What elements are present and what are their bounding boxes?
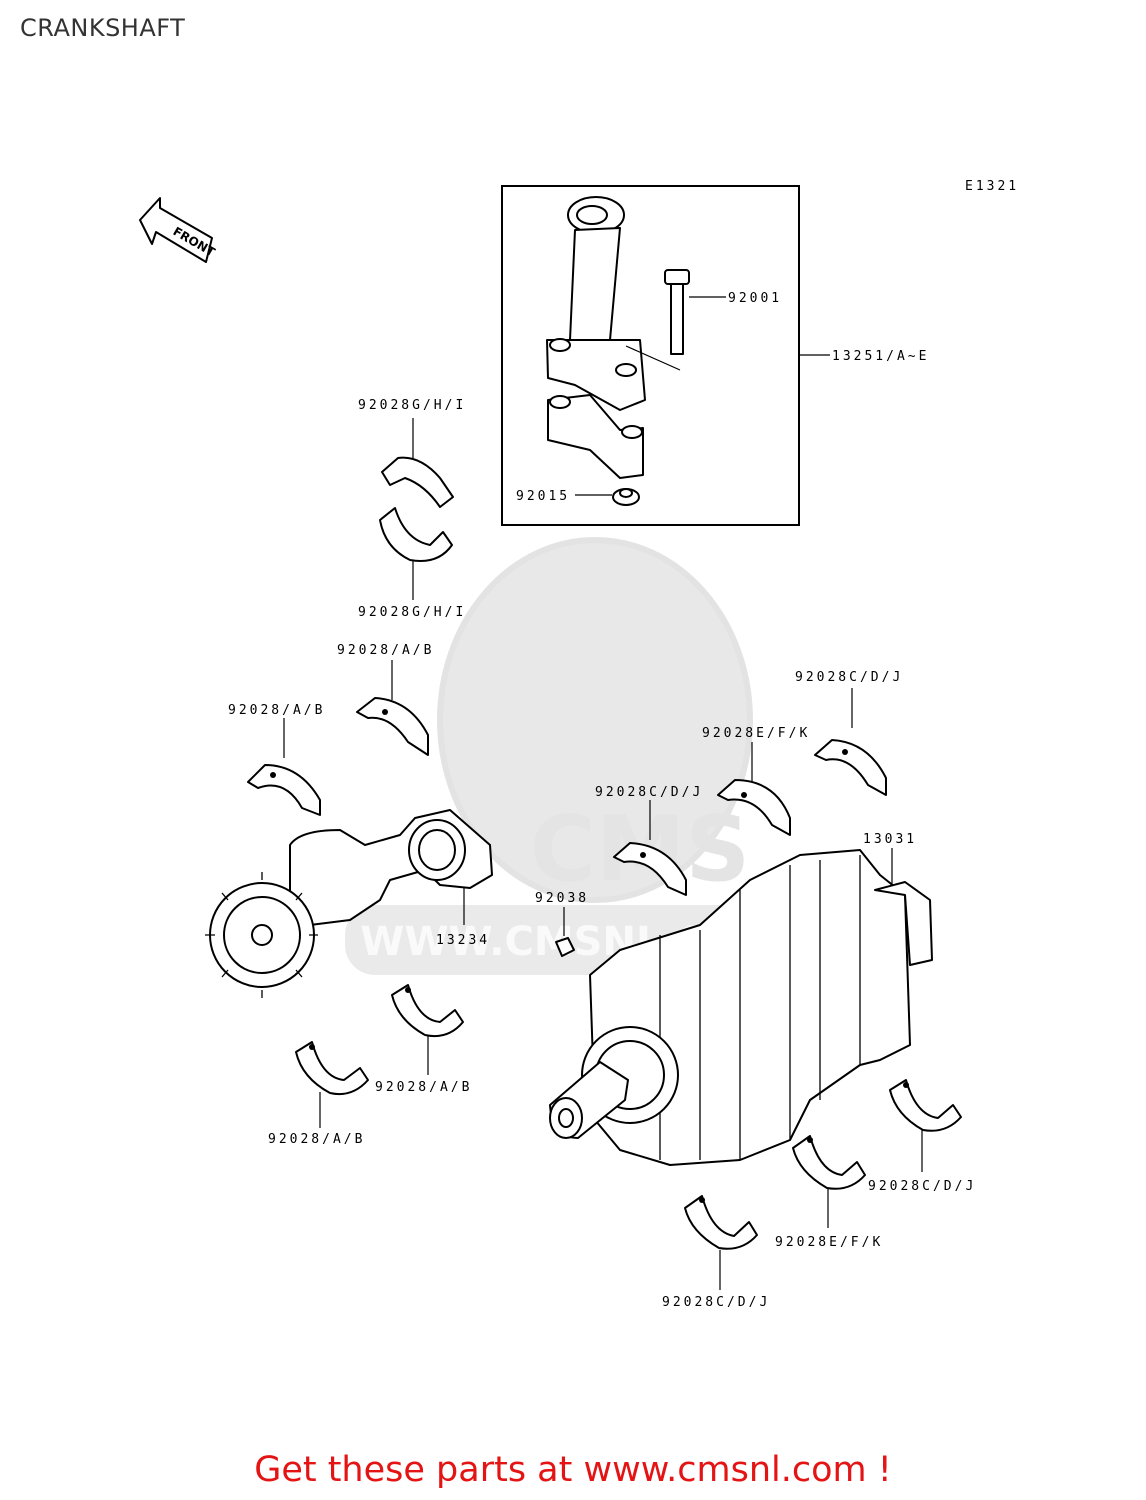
footer-link[interactable]: Get these parts at www.cmsnl.com ! [254,1450,892,1490]
crankshaft [549,849,933,1166]
bearing-cdj-3 [889,1079,962,1132]
bearing-ghi-upper [381,456,454,508]
label-conrod-bolt: 92001 [728,291,782,306]
woodruff-key [555,937,575,957]
label-bearing-ghi-top: 92028G/H/I [358,398,466,413]
balancer-shaft [205,809,493,998]
bearing-cdj-1 [814,739,887,796]
bearing-efk-2 [792,1135,866,1190]
label-bearing-cdj-2: 92028C/D/J [595,785,703,800]
label-bearing-ab-2: 92028/A/B [228,703,325,718]
label-bearing-cdj-1: 92028C/D/J [795,670,903,685]
label-key: 92038 [535,891,589,906]
label-bearing-ab-1: 92028/A/B [337,643,434,658]
bearing-ab-4 [295,1041,369,1096]
crankshaft-parts-diagram: CMS WWW.CMSNL.COM FRONT E1321 92001 1325… [139,179,1019,1310]
label-bearing-cdj-4: 92028C/D/J [662,1295,770,1310]
label-bearing-ghi-bottom: 92028G/H/I [358,605,466,620]
bearing-cdj-2 [613,842,687,896]
connecting-rod [546,196,646,479]
label-bearing-efk-1: 92028E/F/K [702,726,810,741]
label-crankshaft: 13031 [863,832,917,847]
conrod-bolt [625,269,690,371]
bearing-efk-1 [717,779,791,836]
conrod-nut [612,488,640,506]
label-bearing-cdj-3: 92028C/D/J [868,1179,976,1194]
label-conrod-assy: 13251/A~E [832,349,929,364]
bearing-ghi-lower [379,507,453,562]
label-bearing-ab-3: 92028/A/B [375,1080,472,1095]
bearing-ab-2 [247,764,321,816]
label-conrod-nut: 92015 [516,489,570,504]
bearing-cdj-4 [684,1195,758,1250]
label-bearing-efk-2: 92028E/F/K [775,1235,883,1250]
bearing-ab-3 [391,984,464,1038]
diagram-ref: E1321 [965,179,1019,194]
label-bearing-ab-4: 92028/A/B [268,1132,365,1147]
page-title: CRANKSHAFT [20,14,186,42]
front-arrow-icon: FRONT [139,197,218,263]
label-balancer-shaft: 13234 [436,933,490,948]
bearing-ab-1 [356,697,429,756]
